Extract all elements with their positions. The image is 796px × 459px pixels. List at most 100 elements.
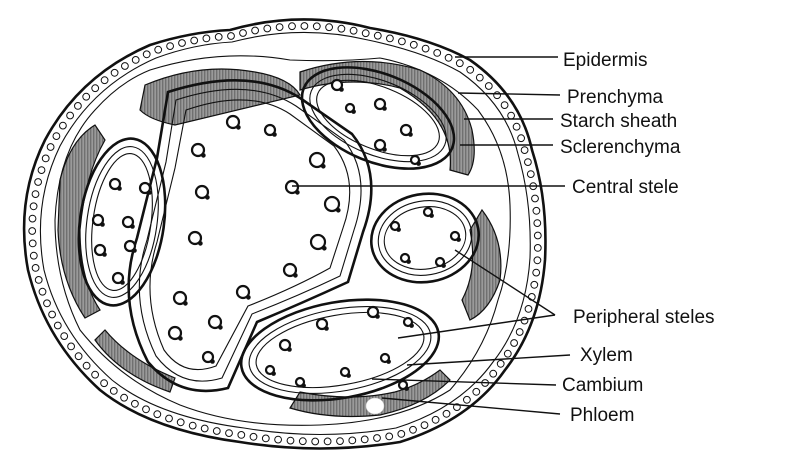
epidermis-cell [143, 406, 150, 413]
xylem-vessel [317, 319, 329, 331]
epidermis-cell [513, 123, 520, 130]
xylem-vessel [325, 197, 341, 213]
epidermis-cell [264, 25, 271, 32]
epidermis-cell [92, 371, 99, 378]
epidermis-cell [250, 433, 257, 440]
xylem-vessel [266, 366, 276, 376]
epidermis-cell [275, 436, 282, 443]
epidermis-cell [191, 37, 198, 44]
xylem-vessel [401, 254, 411, 264]
epidermis-cell [386, 433, 393, 440]
epidermis-cell [226, 430, 233, 437]
epidermis-cell [122, 63, 129, 70]
epidermis-cell [101, 380, 108, 387]
xylem-vessel [375, 99, 387, 111]
epidermis-cell [132, 400, 139, 407]
epidermis-cell [276, 24, 283, 31]
epidermis-cell [337, 438, 344, 445]
epidermis-cell [32, 265, 39, 272]
epidermis-cell [443, 410, 450, 417]
epidermis-cell [60, 122, 67, 129]
epidermis-cell [421, 422, 428, 429]
epidermis-cell [410, 41, 417, 48]
xylem-vessel [110, 179, 122, 191]
epidermis-cell [531, 281, 538, 288]
epidermis-cell [324, 438, 331, 445]
epidermis-cell [49, 311, 56, 318]
xylem-vessel [451, 232, 461, 242]
epidermis-cell [101, 77, 108, 84]
epidermis-cell [83, 93, 90, 100]
epidermis-cell [75, 353, 82, 360]
epidermis-cell [387, 35, 394, 42]
xylem-vessel [346, 104, 356, 114]
xylem-vessel [332, 80, 344, 92]
epidermis-cell [361, 436, 368, 443]
epidermis-cell [29, 228, 36, 235]
epidermis-cell [67, 112, 74, 119]
xylem-vessel [93, 215, 105, 227]
xylem-vessel [227, 116, 241, 130]
epidermis-cell [30, 252, 37, 259]
epidermis-cell [238, 432, 245, 439]
epidermis-cell [228, 33, 235, 40]
epidermis-cell [533, 269, 540, 276]
xylem-vessel [203, 352, 215, 364]
epidermis-cell [32, 191, 39, 198]
xylem-vessel [375, 140, 387, 152]
label-parenchyma: Prenchyma [567, 87, 664, 108]
xylem-vessel [169, 327, 183, 341]
xylem-vessel [411, 156, 421, 166]
xylem-vessel [381, 354, 391, 364]
epidermis-cell [54, 322, 61, 329]
epidermis-cell [155, 46, 162, 53]
epidermis-cell [42, 155, 49, 162]
epidermis-cell [456, 60, 463, 67]
epidermis-cell [473, 388, 480, 395]
epidermis-cell [374, 435, 381, 442]
epidermis-cell [299, 438, 306, 445]
label-central-stele: Central stele [572, 177, 679, 198]
phloem-marker [366, 398, 384, 414]
xylem-vessel [401, 125, 413, 137]
epidermis-cell [215, 34, 222, 41]
epidermis-cell [39, 288, 46, 295]
label-phloem: Phloem [570, 405, 634, 426]
xylem-vessel [311, 235, 327, 251]
epidermis-cell [44, 300, 51, 307]
epidermis-cell [166, 415, 173, 422]
epidermis-cell [534, 232, 541, 239]
epidermis-cell [289, 23, 296, 30]
epidermis-cell [490, 370, 497, 377]
epidermis-cell [53, 133, 60, 140]
epidermis-cell [47, 144, 54, 151]
xylem-vessel [424, 208, 434, 218]
epidermis-cell [410, 426, 417, 433]
epidermis-cell [399, 38, 406, 45]
xylem-vessel [310, 153, 326, 169]
epidermis-cell [121, 394, 128, 401]
xylem-vessel [399, 381, 409, 391]
epidermis-cell [252, 27, 259, 34]
epidermis-cell [464, 396, 471, 403]
epidermis-cell [504, 350, 511, 357]
epidermis-cell [521, 147, 528, 154]
xylem-vessel [174, 292, 188, 306]
label-epidermis: Epidermis [563, 50, 647, 71]
epidermis-cell [434, 50, 441, 57]
epidermis-cell [301, 23, 308, 30]
epidermis-cell [179, 40, 186, 47]
labels: Epidermis Prenchyma Starch sheath Sclere… [560, 50, 715, 426]
epidermis-cell [501, 102, 508, 109]
xylem-vessel [280, 340, 292, 352]
epidermis-cell [213, 428, 220, 435]
epidermis-cell [61, 333, 68, 340]
epidermis-cell [362, 30, 369, 37]
epidermis-cell [83, 362, 90, 369]
xylem-vessel [284, 264, 298, 278]
epidermis-cell [201, 425, 208, 432]
epidermis-cell [338, 25, 345, 32]
epidermis-cell [154, 411, 161, 418]
xylem-vessel [286, 181, 300, 195]
central-stele [129, 80, 372, 391]
